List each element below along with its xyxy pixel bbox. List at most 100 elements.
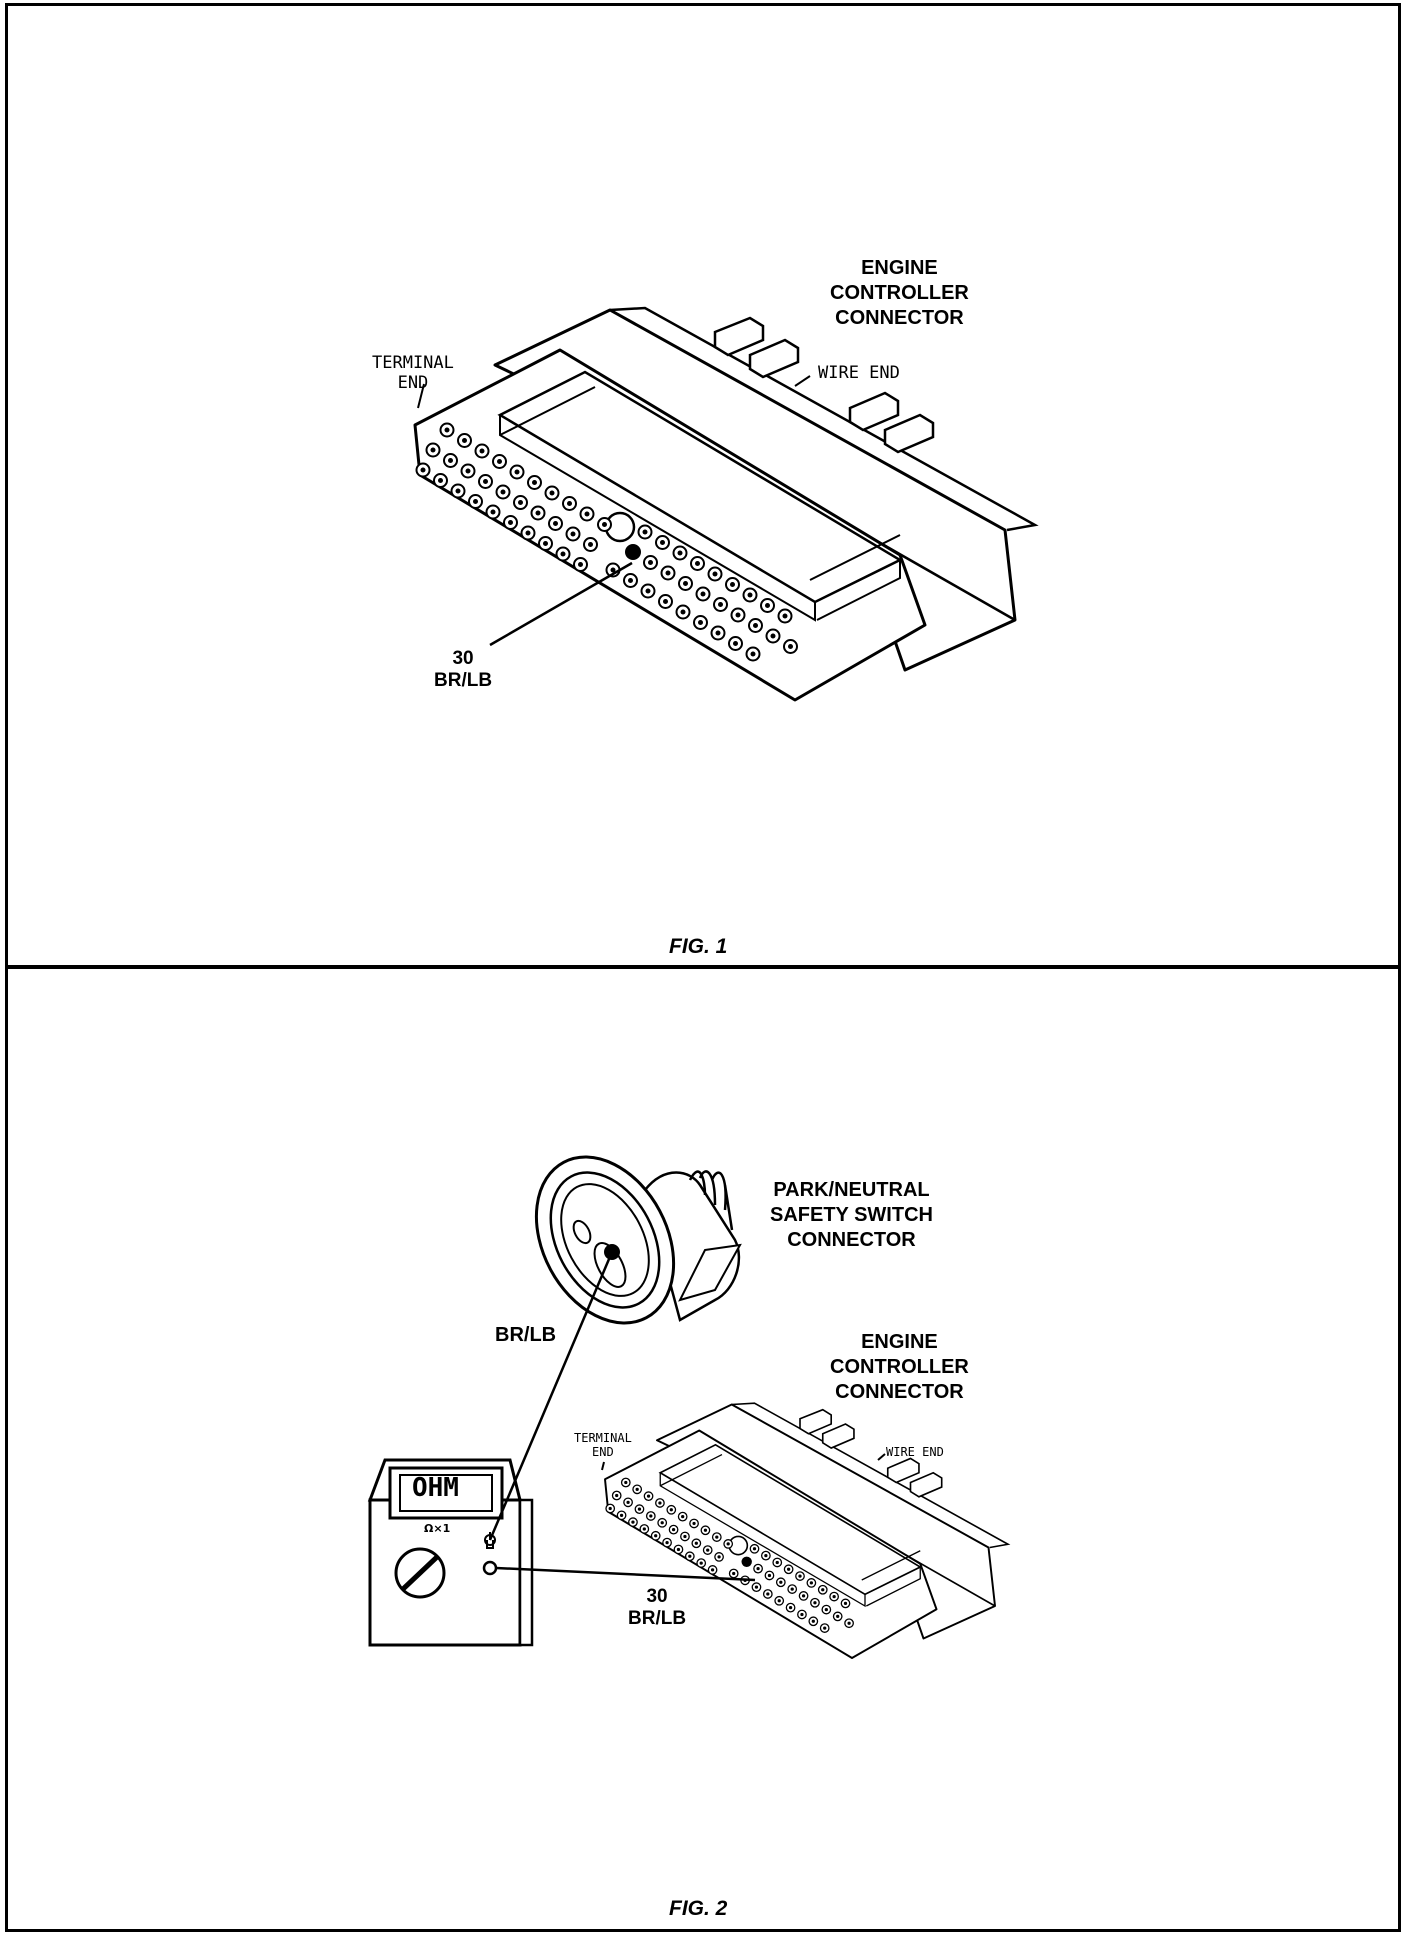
figure-2-caption: FIG. 2 xyxy=(669,1897,728,1920)
terminal-pin-center xyxy=(747,592,753,598)
terminal-pin-center xyxy=(681,1515,685,1519)
engine-controller-connector-label: ENGINE CONTROLLER CONNECTOR xyxy=(830,1331,969,1403)
terminal-pin-center xyxy=(790,1587,794,1591)
terminal-pin-center xyxy=(532,480,537,485)
terminal-pin-center xyxy=(824,1607,828,1612)
terminal-pin-center xyxy=(779,1580,783,1584)
terminal-end-leader xyxy=(601,1461,605,1471)
terminal-pin-center xyxy=(663,599,668,604)
terminal-pin-center xyxy=(750,651,756,657)
terminal-pin-center xyxy=(777,1599,781,1603)
terminal-pin-center xyxy=(570,531,576,537)
terminal-pin-center xyxy=(692,1521,696,1526)
terminal-pin-center xyxy=(809,1581,813,1585)
terminal-pin-center xyxy=(654,1534,658,1538)
terminal-pin-center xyxy=(430,447,436,453)
terminal-pin-center xyxy=(788,644,793,649)
terminal-pin-center xyxy=(649,1514,653,1518)
terminal-end-label: TERMINAL END xyxy=(372,353,454,393)
terminal-pin-center xyxy=(465,468,471,474)
terminal-pin-center xyxy=(473,499,478,504)
terminal-pin-center xyxy=(787,1567,791,1571)
meter-display: OHM xyxy=(412,1473,459,1503)
terminal-pin-center xyxy=(514,469,520,475)
terminal-pin-center xyxy=(549,490,555,496)
terminal-pin-center xyxy=(752,1547,757,1551)
terminal-end-leader xyxy=(417,383,425,409)
wire-end-label: WIRE END xyxy=(818,363,900,383)
terminal-pin-center xyxy=(698,620,703,625)
terminal-pin-center xyxy=(658,1501,662,1505)
terminal-pin-center xyxy=(671,1528,676,1532)
terminal-pin-center xyxy=(712,571,718,577)
terminal-pin-center xyxy=(811,1619,815,1623)
terminal-pin-center xyxy=(733,641,738,646)
terminal-pin-center xyxy=(637,1507,642,1511)
terminal-pin-center xyxy=(695,561,700,566)
test-lead-switch xyxy=(488,1251,614,1541)
terminal-end-label: TERMINAL END xyxy=(574,1431,632,1459)
terminal-pin-center xyxy=(497,459,502,464)
terminal-pin-center xyxy=(508,520,513,525)
terminal-pin-center xyxy=(626,1500,630,1504)
terminal-pin-center xyxy=(680,609,686,615)
terminal-pin-center xyxy=(553,521,558,526)
figure-1-caption: FIG. 1 xyxy=(669,935,728,958)
terminal-pin-center xyxy=(631,1520,635,1524)
terminal-pin-center xyxy=(694,1541,698,1545)
terminal-pin-center xyxy=(699,1561,703,1565)
terminal-pin-center xyxy=(479,448,485,454)
terminal-pin-center xyxy=(560,551,566,557)
terminal-pin-center xyxy=(646,1494,651,1498)
terminal-pin-center xyxy=(715,1535,719,1539)
terminal-pin-center xyxy=(602,522,607,527)
terminal-pin-center xyxy=(608,1506,612,1511)
terminal-pin-center xyxy=(766,1592,770,1596)
terminal-pin-center xyxy=(683,1534,687,1539)
engine-controller-connector-label: ENGINE CONTROLLER CONNECTOR xyxy=(830,257,969,329)
terminal-pin-center xyxy=(843,1601,848,1606)
terminal-pin-center xyxy=(754,1585,759,1589)
terminal-pin-center xyxy=(730,582,735,587)
terminal-pin-center xyxy=(800,1612,804,1617)
terminal-pin-center xyxy=(718,602,723,607)
terminal-pin-center xyxy=(836,1614,840,1619)
terminal-pin-center xyxy=(500,489,506,495)
terminal-pin-center xyxy=(462,438,467,443)
terminal-pin-center xyxy=(619,1513,624,1517)
terminal-pin-center xyxy=(683,581,688,586)
terminal-pin-center xyxy=(710,1568,715,1572)
terminal-pin-center xyxy=(642,1527,646,1531)
terminal-pin-center xyxy=(788,1606,793,1610)
terminal-pin-center xyxy=(823,1626,827,1630)
terminal-pin-center xyxy=(490,509,496,515)
terminal-pin-center xyxy=(703,1528,708,1532)
terminal-pin-center xyxy=(648,560,653,565)
park-neutral-switch-connector xyxy=(534,1155,742,1325)
terminal-pin-center xyxy=(567,501,572,506)
terminal-pin-center xyxy=(732,1571,736,1576)
wire-end-leader xyxy=(877,1453,886,1461)
terminal-pin-center xyxy=(688,1554,692,1558)
terminal-pin-center xyxy=(444,427,450,433)
terminal-pin-center xyxy=(756,1567,760,1571)
meter-range-label: Ω×1 xyxy=(424,1522,451,1535)
terminal-pin-center xyxy=(821,1588,825,1592)
terminal-pin-center xyxy=(588,542,593,547)
terminal-pin-center xyxy=(801,1594,806,1598)
terminal-pin-center xyxy=(624,1480,628,1485)
pin-30-terminal xyxy=(625,544,641,560)
terminal-pin-center xyxy=(767,1573,772,1578)
terminal-pin-center xyxy=(660,540,665,545)
terminal-pin-center xyxy=(455,488,461,494)
wire-end-label: WIRE END xyxy=(886,1445,944,1459)
terminal-pin-center xyxy=(775,1560,779,1565)
terminal-pin-center xyxy=(735,612,741,618)
terminal-pin-center xyxy=(717,1555,721,1559)
terminal-pin-center xyxy=(764,1554,768,1558)
terminal-pin-center xyxy=(665,570,671,576)
terminal-pin-center xyxy=(578,562,583,567)
terminal-pin-center xyxy=(518,500,523,505)
terminal-pin-center xyxy=(700,591,706,597)
test-lead-connector xyxy=(495,1566,756,1582)
